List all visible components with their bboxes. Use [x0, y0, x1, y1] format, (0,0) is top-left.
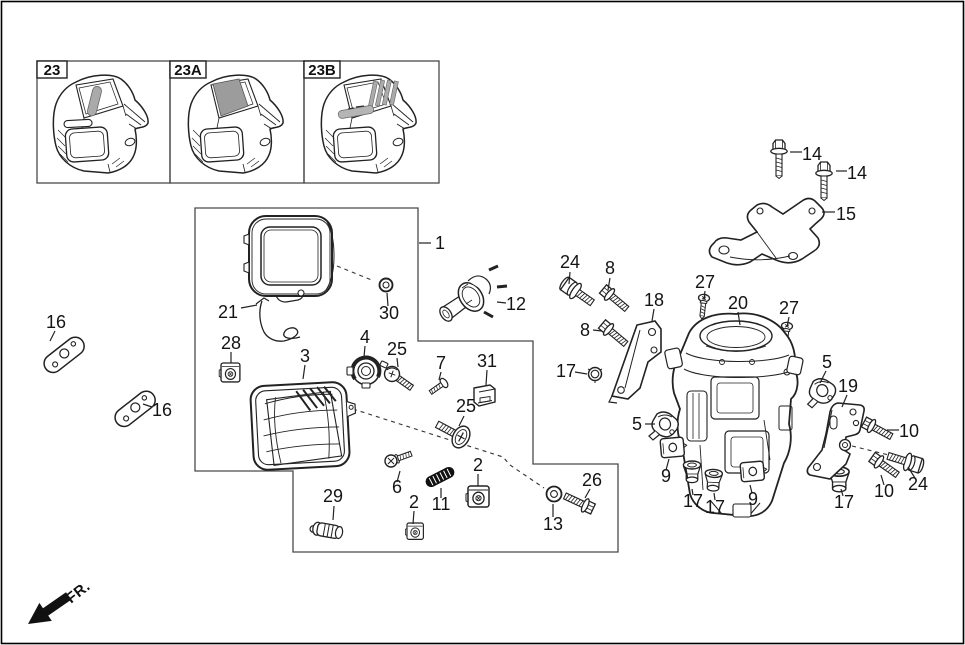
- part-7-screw-drawing: [428, 377, 449, 395]
- leader-lines: [49, 151, 916, 525]
- assembly-kit-outline: [194, 207, 619, 553]
- part-label-8-lower: 8: [580, 320, 590, 340]
- part-30-grommet-drawing: [378, 277, 394, 293]
- part-label-30: 30: [379, 303, 399, 323]
- part-3-lens-drawing: [249, 381, 357, 471]
- part-label-9-mid: 9: [748, 489, 758, 509]
- part-11-spring-drawing: [425, 466, 455, 488]
- part-9-plate-mid-drawing: [739, 460, 769, 483]
- part-label-4: 4: [360, 327, 370, 347]
- fr-arrow-icon: [28, 592, 72, 624]
- part-label-27-right: 27: [779, 298, 799, 318]
- part-label-16-bottom: 16: [152, 400, 172, 420]
- part-15-stay-drawing: [708, 197, 825, 266]
- part-label-10-lower: 10: [874, 481, 894, 501]
- variant-labels: 23 23A 23B: [36, 60, 341, 79]
- part-2-nut-right-drawing: [465, 485, 490, 508]
- part-label-28: 28: [221, 333, 241, 353]
- cowl-23b-drawing: [320, 74, 417, 174]
- part-29-bulb-socket-drawing: [309, 521, 344, 540]
- part-21-wire-drawing: [255, 297, 301, 342]
- part-1-rim-drawing: [243, 215, 335, 303]
- part-label-7: 7: [436, 353, 446, 373]
- part-label-13: 13: [543, 514, 563, 534]
- part-31-clip-drawing: [473, 384, 496, 407]
- part-label-31: 31: [477, 351, 497, 371]
- variant-label-23: 23: [44, 62, 61, 79]
- part-label-5-left: 5: [632, 414, 642, 434]
- part-13-washer-drawing: [545, 485, 563, 503]
- part-label-25-lower: 25: [456, 396, 476, 416]
- part-label-6: 6: [392, 477, 402, 497]
- part-label-29: 29: [323, 486, 343, 506]
- variant-box-23b: [303, 60, 440, 184]
- part-label-19: 19: [838, 376, 858, 396]
- part-label-17-mid-b: 17: [705, 497, 725, 517]
- part-label-3: 3: [300, 346, 310, 366]
- part-label-18: 18: [644, 290, 664, 310]
- part-9-plate-left-drawing: [659, 436, 689, 459]
- variant-label-23b: 23B: [308, 62, 336, 79]
- part-label-11: 11: [432, 494, 451, 514]
- part-label-15: 15: [836, 204, 856, 224]
- part-25-screw-upper-drawing: [383, 365, 415, 391]
- part-label-1: 1: [435, 233, 445, 253]
- part-25-screw-lower-drawing: [434, 420, 471, 449]
- variant-label-23a: 23A: [174, 62, 202, 79]
- part-label-21: 21: [218, 302, 238, 322]
- part-label-9-left: 9: [661, 466, 671, 486]
- part-label-24-left: 24: [560, 252, 580, 272]
- cowl-23a-drawing: [187, 74, 284, 174]
- part-28-nut-drawing: [218, 362, 241, 383]
- part-label-2-lower: 2: [409, 492, 419, 512]
- part-label-14-top: 14: [802, 144, 822, 164]
- parts: [39, 139, 927, 540]
- part-label-20: 20: [728, 293, 748, 313]
- part-label-25-upper: 25: [387, 339, 407, 359]
- part-18-bracket-drawing: [608, 320, 662, 404]
- part-label-26: 26: [582, 470, 602, 490]
- part-label-24-right: 24: [908, 474, 928, 494]
- part-label-17-right: 17: [834, 492, 854, 512]
- part-19-bracket-drawing: [806, 402, 865, 480]
- variant-boxes: 23 23A 23B: [36, 60, 440, 184]
- part-label-8-upper: 8: [605, 258, 615, 278]
- part-label-16-top: 16: [46, 312, 66, 332]
- part-label-27-left: 27: [695, 272, 715, 292]
- part-label-10-upper: 10: [899, 421, 919, 441]
- part-label-5-right: 5: [822, 352, 832, 372]
- part-label-12: 12: [506, 294, 526, 314]
- callouts: 1 30 21 12 16 16 28 3 4 25 7 31 25 6 11 …: [46, 144, 928, 534]
- part-4-socket-drawing: [346, 355, 389, 389]
- part-20-housing-drawing: [664, 312, 804, 518]
- part-label-2-right: 2: [473, 455, 483, 475]
- part-12-bulb-drawing: [439, 264, 508, 322]
- part-2-nut-lower-drawing: [404, 522, 424, 540]
- part-label-14-second: 14: [847, 163, 867, 183]
- part-label-17-mid-a: 17: [683, 491, 703, 511]
- part-6-screw-drawing: [384, 450, 413, 468]
- part-17-nut-left-drawing: [587, 366, 603, 383]
- part-label-17-left: 17: [556, 361, 576, 381]
- cowl-23-drawing: [52, 74, 149, 174]
